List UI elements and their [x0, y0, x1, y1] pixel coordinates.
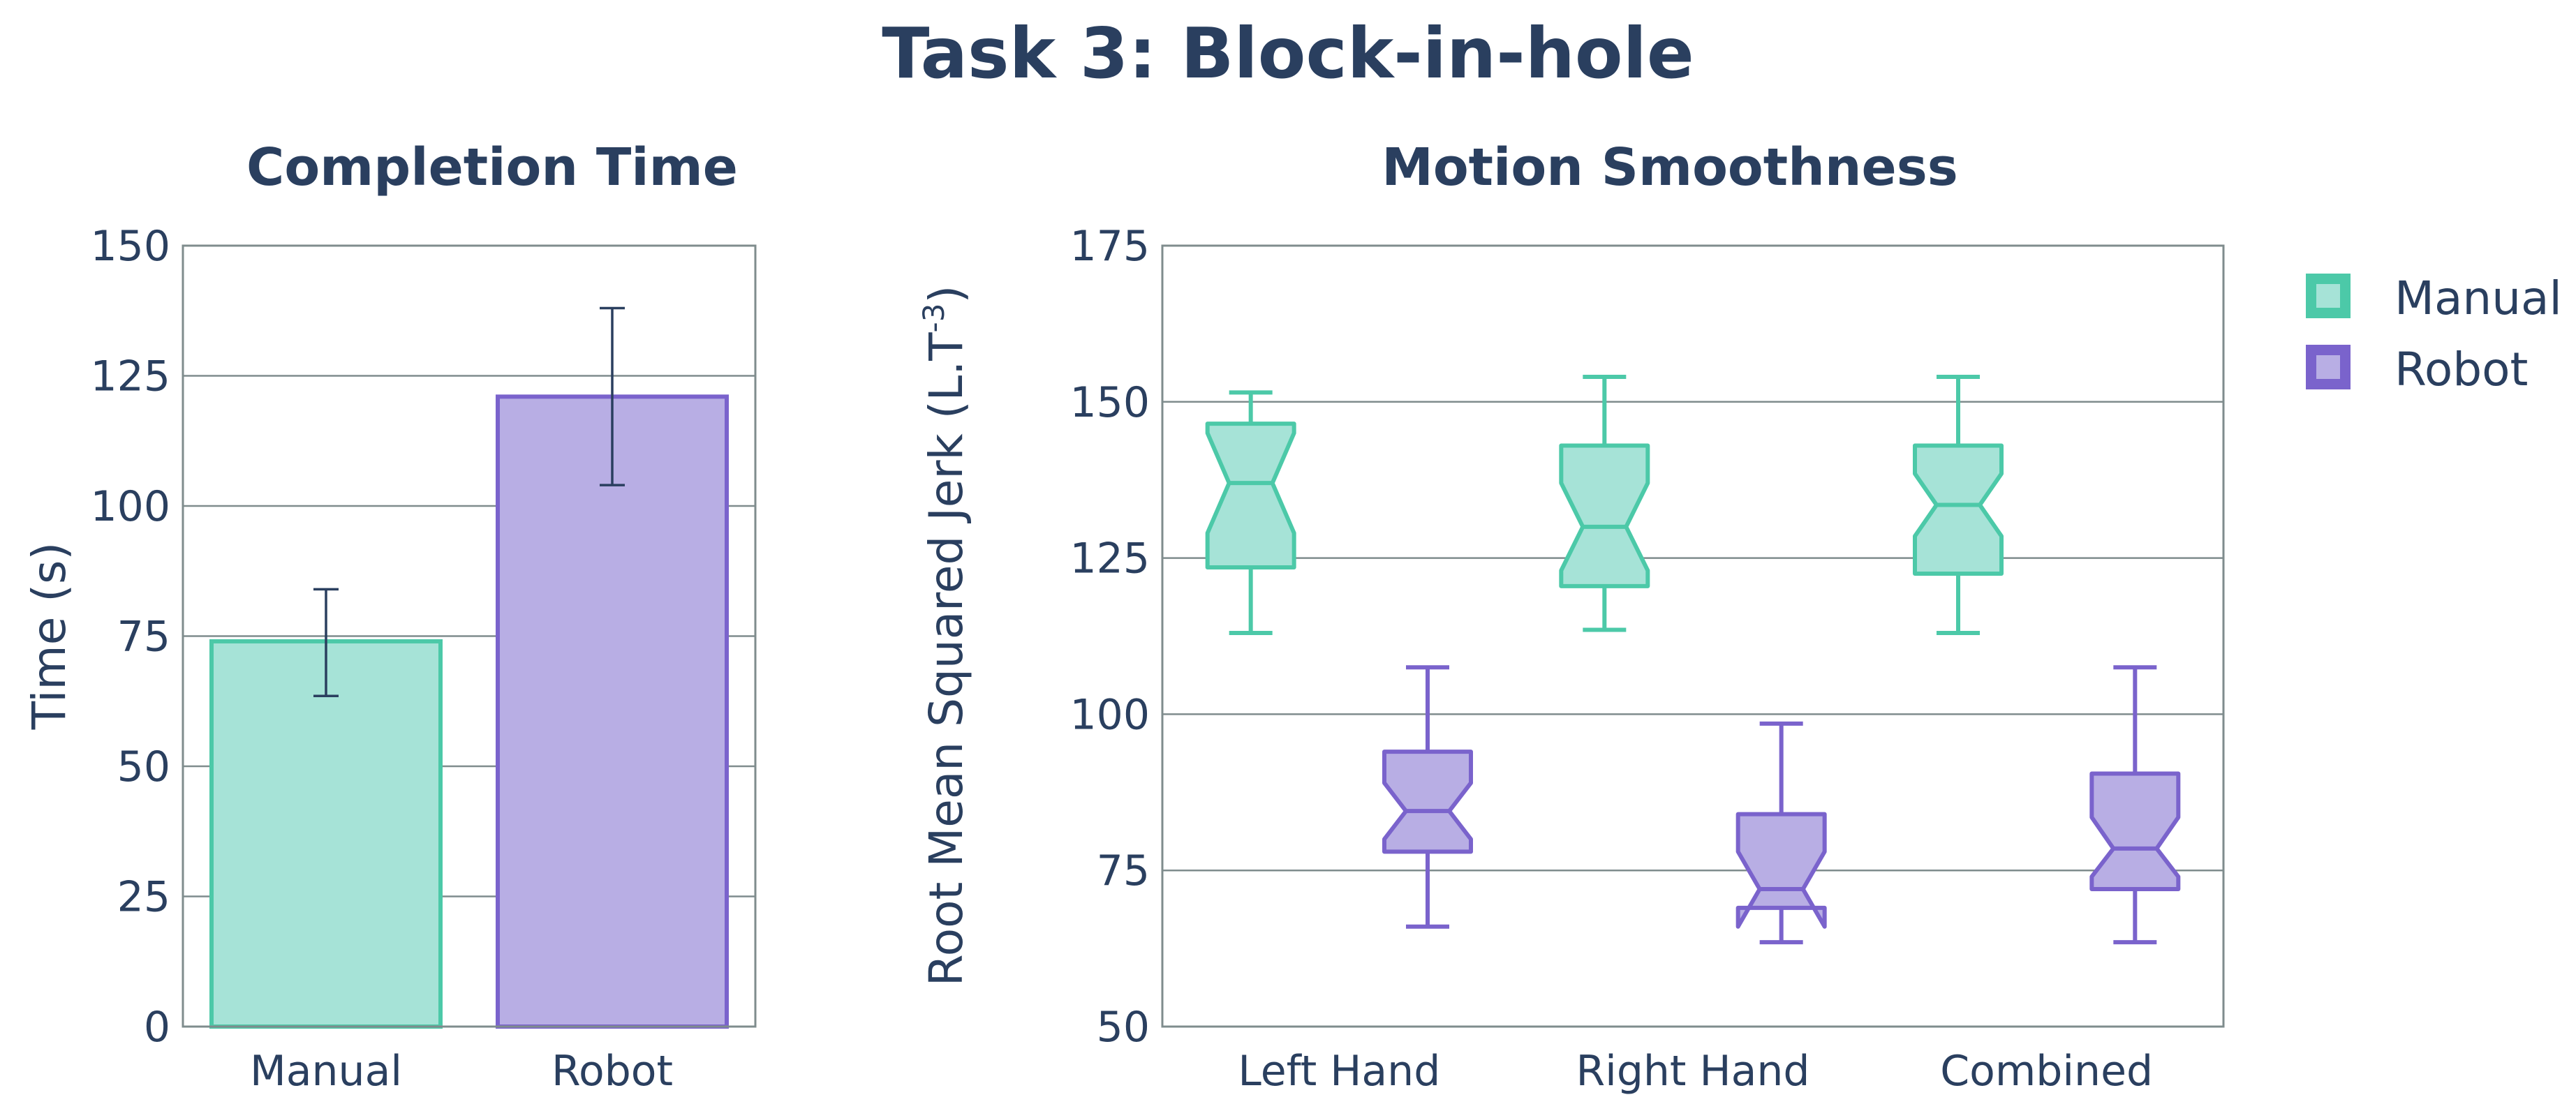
y-tick-label: 100 — [1069, 690, 1150, 739]
box-body — [1913, 443, 2004, 576]
figure-title: Task 3: Block-in-hole — [882, 13, 1694, 94]
legend-swatch-robot-inner — [2316, 355, 2340, 379]
motion-smoothness-y-axis-title: Root Mean Squared Jerk (L.T-3) — [917, 285, 973, 986]
legend-swatch-manual-inner — [2316, 284, 2340, 308]
box-manual-right-hand — [1559, 374, 1650, 632]
motion-smoothness-grid — [1162, 401, 2223, 872]
legend-item-manual[interactable]: Manual — [2306, 271, 2562, 325]
legend-label-manual: Manual — [2394, 271, 2562, 325]
box-body — [1382, 750, 1473, 854]
x-tick-label: Right Hand — [1576, 1047, 1809, 1096]
completion-time-y-axis-title: Time (s) — [22, 542, 76, 730]
box-body — [1735, 812, 1827, 929]
box-robot-combined — [2089, 665, 2181, 945]
y-axis-title-superscript: -3 — [917, 304, 951, 333]
completion-time-chart: Completion Time 0 25 50 75 100 125 150 Manual R… — [22, 137, 757, 1096]
y-tick-label: 75 — [1097, 847, 1150, 895]
x-tick-label: Robot — [552, 1047, 673, 1096]
x-tick-label: Manual — [250, 1047, 402, 1096]
x-tick-label: Combined — [1940, 1047, 2153, 1096]
motion-smoothness-x-ticks: Left Hand Right Hand Combined — [1238, 1047, 2153, 1096]
y-axis-title-main: Root Mean Squared Jerk (L.T — [919, 332, 973, 986]
bar-robot — [496, 394, 729, 1029]
box-manual-left-hand — [1205, 390, 1296, 636]
y-tick-label: 100 — [90, 482, 170, 531]
completion-time-plot-frame — [182, 244, 757, 1028]
box-robot-left-hand — [1382, 665, 1473, 929]
y-tick-label: 175 — [1069, 222, 1150, 271]
motion-smoothness-y-ticks: 50 75 100 125 150 175 — [1069, 222, 1150, 1052]
y-axis-title-end: ) — [919, 285, 973, 304]
motion-smoothness-chart: Motion Smoothness 50 75 100 125 150 175 Left … — [917, 137, 2225, 1096]
y-tick-label: 50 — [117, 743, 170, 791]
legend-item-robot[interactable]: Robot — [2306, 343, 2528, 396]
y-tick-label: 125 — [1069, 535, 1150, 583]
completion-time-bars — [209, 394, 729, 1029]
box-body — [1559, 443, 1650, 588]
legend-label-robot: Robot — [2394, 343, 2528, 396]
y-tick-label: 150 — [90, 222, 170, 271]
x-tick-label: Left Hand — [1238, 1047, 1440, 1096]
y-tick-label: 50 — [1097, 1003, 1150, 1052]
y-tick-label: 0 — [144, 1003, 170, 1052]
box-manual-combined — [1913, 374, 2004, 636]
legend: Manual Robot — [2306, 271, 2562, 396]
completion-time-title: Completion Time — [246, 137, 738, 197]
completion-time-y-ticks: 0 25 50 75 100 125 150 — [90, 222, 170, 1052]
box-body — [1205, 422, 1296, 570]
motion-smoothness-title: Motion Smoothness — [1382, 137, 1958, 197]
y-tick-label: 75 — [117, 613, 170, 662]
motion-smoothness-boxes — [1205, 374, 2181, 945]
box-robot-right-hand — [1735, 721, 1827, 945]
box-body — [2089, 771, 2181, 892]
completion-time-x-ticks: Manual Robot — [250, 1047, 673, 1096]
y-tick-label: 25 — [117, 873, 170, 922]
y-tick-label: 125 — [90, 352, 170, 401]
y-tick-label: 150 — [1069, 378, 1150, 427]
motion-smoothness-plot-frame — [1161, 244, 2225, 1028]
bar-manual — [209, 639, 443, 1029]
completion-time-error-bars — [313, 306, 625, 698]
